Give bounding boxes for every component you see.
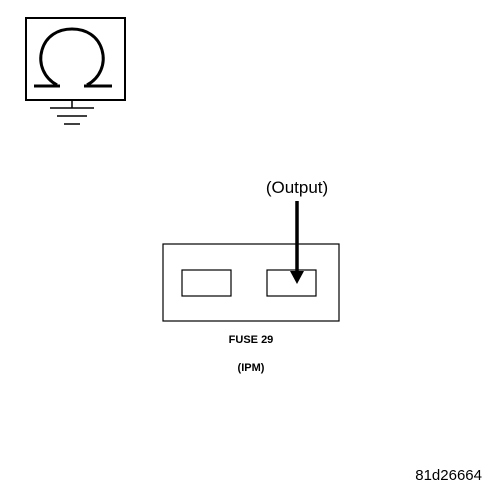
probe-arrow-head (290, 271, 304, 284)
fuse-terminal-right (266, 269, 317, 297)
fuse-housing (162, 243, 340, 322)
figure-id: 81d26664 (415, 467, 482, 484)
omega-glyph (39, 27, 105, 87)
fuse-body (162, 243, 340, 322)
fuse-terminal-left (181, 269, 232, 297)
fuse-location-label: (IPM) (238, 362, 265, 374)
ohmmeter-icon (25, 17, 126, 125)
ohmmeter-frame (25, 17, 126, 101)
output-label: (Output) (266, 178, 328, 197)
probe-arrow (290, 201, 304, 284)
fuse-name-label: FUSE 29 (229, 334, 274, 346)
